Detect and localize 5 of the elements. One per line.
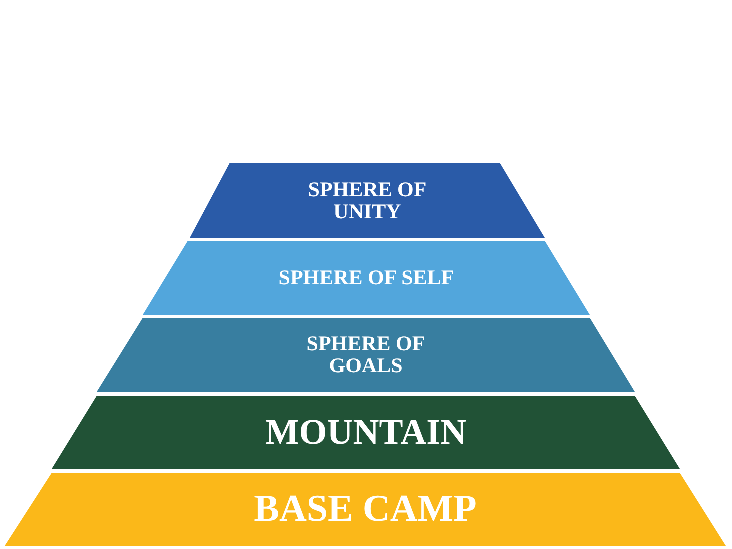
- tier-label: BASE CAMP: [254, 490, 477, 530]
- tier-label: SPHERE OF UNITY: [307, 178, 428, 222]
- tier-label: MOUNTAIN: [265, 414, 467, 452]
- tier-label: SPHERE OF GOALS: [306, 332, 426, 377]
- tier-label: SPHERE OF SELF: [278, 266, 454, 289]
